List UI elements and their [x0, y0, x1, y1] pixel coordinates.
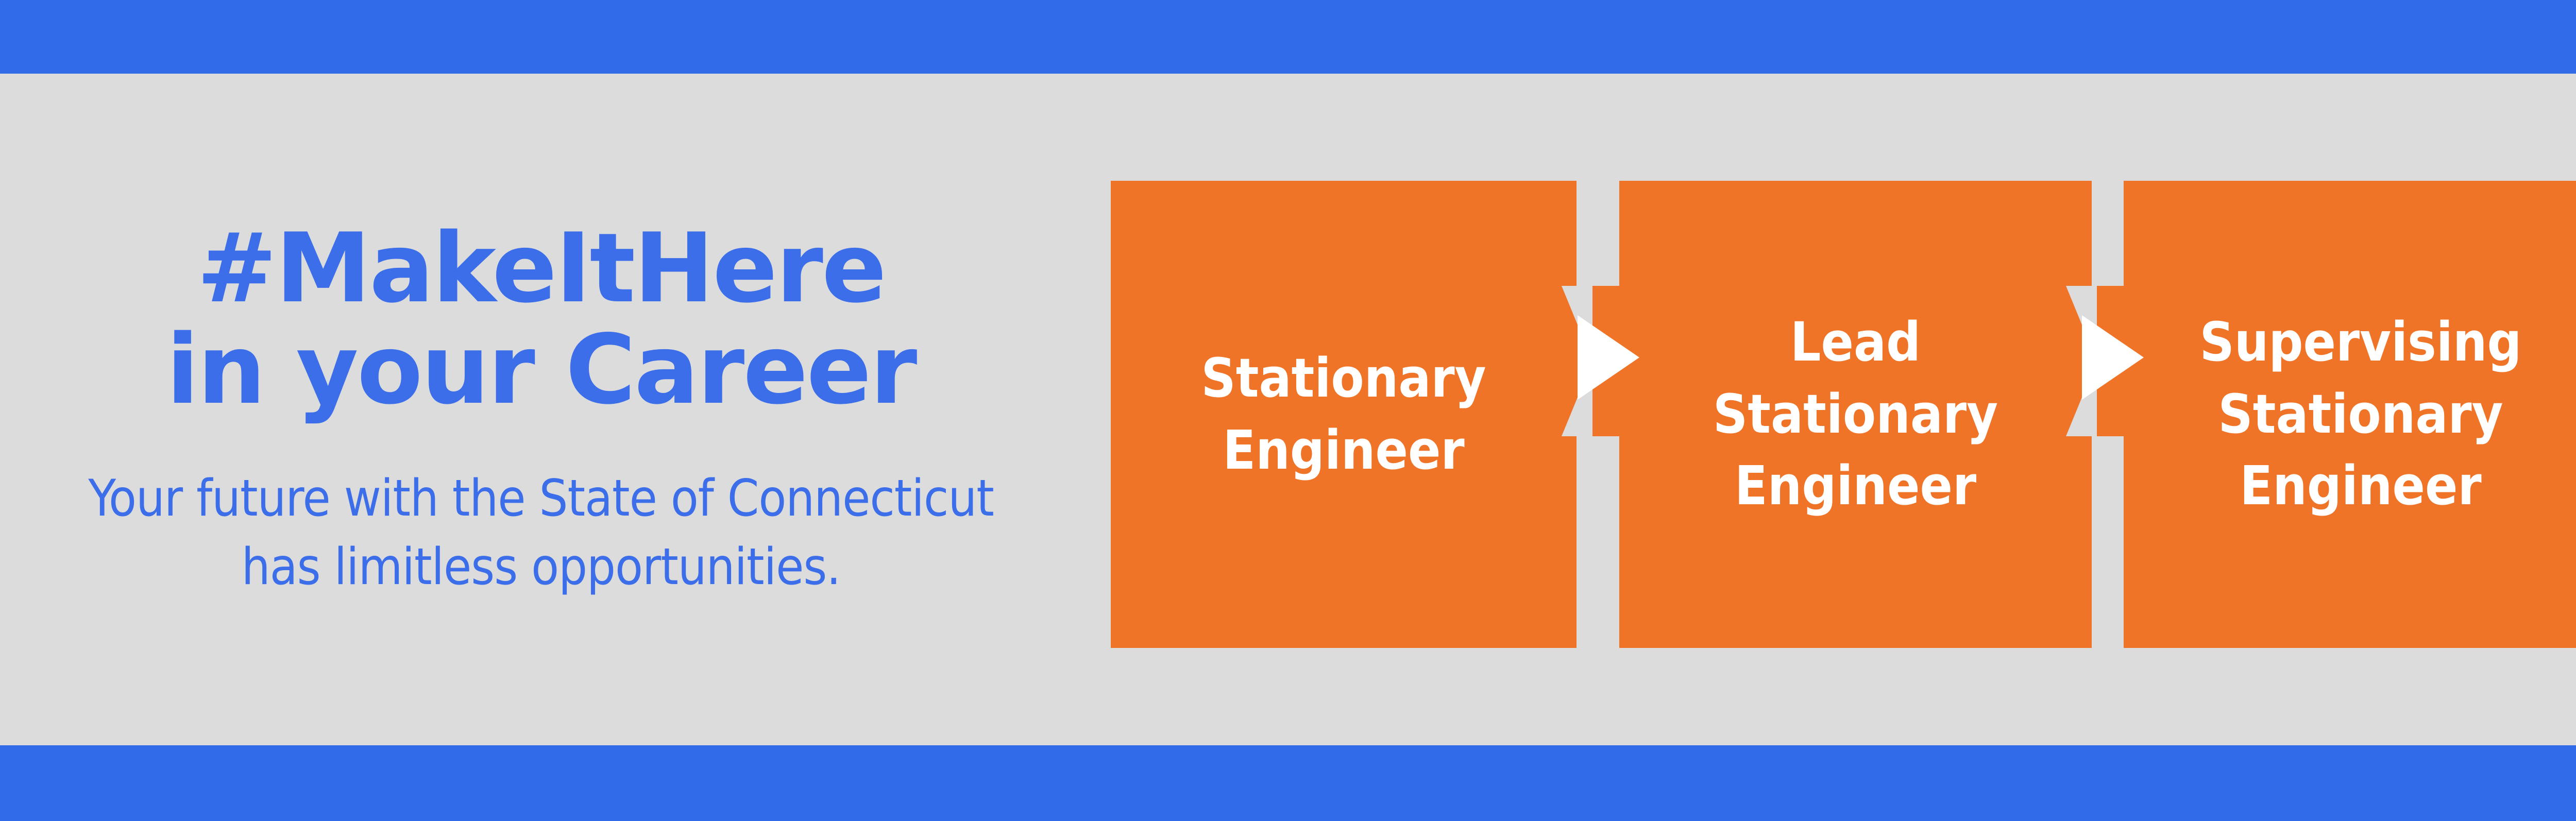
headline-line-1: #MakeItHere — [196, 212, 887, 324]
bottom-accent-bar — [0, 745, 2576, 821]
chevron-right-icon-1 — [1578, 315, 1639, 400]
career-step-1-label: Stationary Engineer — [1201, 347, 1486, 482]
headline-block: #MakeItHere in your Career Your future w… — [0, 74, 1082, 745]
page-title: #MakeItHere in your Career — [166, 217, 918, 425]
career-step-1: Stationary Engineer — [1111, 181, 1577, 648]
career-path-flow: Stationary Engineer Lead Stationary Engi… — [1111, 181, 2576, 648]
career-step-2-label: Lead Stationary Engineer — [1713, 311, 1998, 518]
chevron-right-icon-2 — [2082, 315, 2144, 400]
top-accent-bar — [0, 0, 2576, 74]
career-step-3-label: Supervising Stationary Engineer — [2199, 311, 2522, 518]
subheadline: Your future with the State of Connecticu… — [88, 469, 994, 597]
headline-line-2: in your Career — [166, 313, 918, 425]
career-step-2: Lead Stationary Engineer — [1619, 181, 2092, 648]
career-step-3: Supervising Stationary Engineer — [2124, 181, 2576, 648]
